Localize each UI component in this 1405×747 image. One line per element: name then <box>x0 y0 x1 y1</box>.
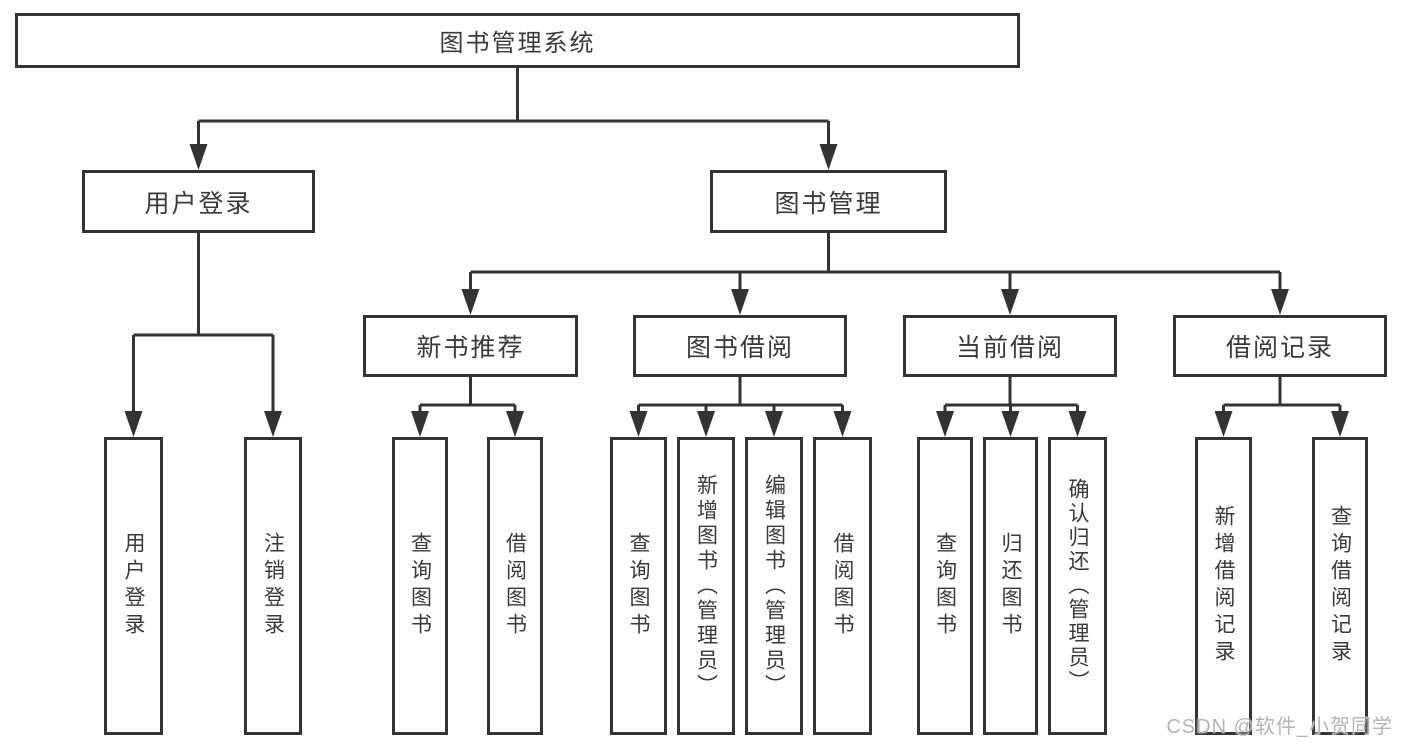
connector-new-book-recommend <box>411 377 524 437</box>
node-current-borrowing: 当前借阅 <box>903 315 1117 377</box>
connector-book-management <box>461 233 1289 315</box>
leaf-borrow-books: 借阅图书 <box>487 437 543 735</box>
leaf-query-borrow-record: 查询借阅记录 <box>1312 437 1368 735</box>
connector-borrowing-records <box>1214 377 1349 437</box>
leaf-user-login: 用户登录 <box>104 437 163 735</box>
leaf-add-borrow-record: 新增借阅记录 <box>1195 437 1252 735</box>
node-library-management-system: 图书管理系统 <box>15 13 1020 68</box>
node-new-book-recommend: 新书推荐 <box>363 315 578 377</box>
connector-root <box>189 68 838 170</box>
leaf-borrow-books: 借阅图书 <box>813 437 872 735</box>
leaf-logout: 注销登录 <box>244 437 302 735</box>
connector-book-borrowing <box>629 377 852 437</box>
leaf-confirm-return-admin: 确认归还（管理员） <box>1048 437 1107 735</box>
node-book-management: 图书管理 <box>710 170 947 233</box>
node-borrowing-records: 借阅记录 <box>1173 315 1387 377</box>
leaf-return-book: 归还图书 <box>983 437 1038 735</box>
leaf-query-books: 查询图书 <box>610 437 667 735</box>
watermark-csdn: CSDN @软件_小贺同学 <box>1166 716 1393 738</box>
node-user-login: 用户登录 <box>82 170 315 233</box>
leaf-edit-book-admin: 编辑图书（管理员） <box>745 437 803 735</box>
connector-current-borrowing <box>936 377 1087 437</box>
leaf-add-book-admin: 新增图书（管理员） <box>677 437 735 735</box>
leaf-query-books: 查询图书 <box>917 437 973 735</box>
node-book-borrowing: 图书借阅 <box>633 315 847 377</box>
leaf-query-books: 查询图书 <box>392 437 448 735</box>
connector-user-login <box>124 233 282 437</box>
